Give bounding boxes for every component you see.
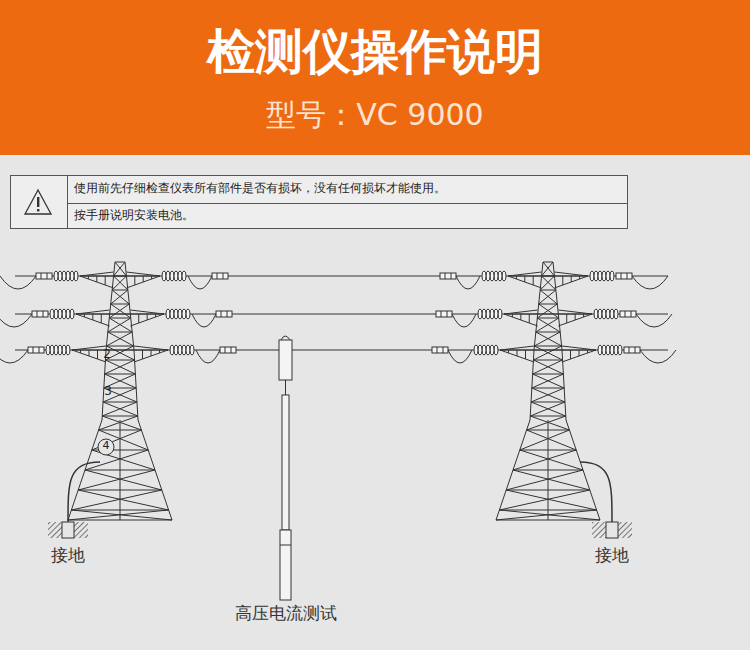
wire-clamp [616,273,632,279]
jumper-wire [188,276,212,289]
jumper-wire [456,276,480,289]
insulator-string [166,309,190,319]
wire-clamp [212,273,228,279]
power-line-drawing [0,262,676,600]
wire-clamp [624,347,640,353]
warning-note: 使用前先仔细检查仪表所有部件是否有损坏，没有任何损坏才能使用。 [74,182,446,196]
insulator-string [50,309,74,319]
jumper-wire [448,350,472,363]
high-voltage-detector [279,336,292,600]
wire-clamp [36,273,52,279]
insulator-string [482,271,506,281]
jumper-wire [0,314,32,327]
wire-clamp [436,311,452,317]
header-band [0,0,750,155]
warning-table [11,176,628,229]
callout-number: 3 [104,385,112,399]
insulator-string [162,271,186,281]
jumper-wire [196,350,220,363]
ground-lead [68,462,100,522]
callout-number: 4 [103,440,110,453]
wire-clamp [28,347,44,353]
test-label: 高压电流测试 [235,604,337,624]
lattice-tower [496,262,600,520]
jumper-wire [632,276,668,289]
ground-symbol [592,522,632,538]
callout-number: 2 [103,348,111,362]
wire-clamp [32,311,48,317]
insulator-string [594,309,618,319]
wire-clamp [620,311,636,317]
insulator-string [170,345,194,355]
jumper-wire [636,314,672,327]
ground-label: 接地 [51,546,85,566]
ground-lead [580,462,612,522]
warning-note: 按手册说明安装电池。 [74,209,194,223]
wire-clamp [220,347,236,353]
insulator-string [54,271,78,281]
insulator-string [46,345,70,355]
jumper-wire [640,350,676,363]
callout-circle [98,439,114,455]
insulator-string [590,271,614,281]
lattice-tower [68,262,172,520]
model-subtitle: 型号：VC 9000 [266,98,483,133]
page-title: 检测仪操作说明 [207,24,543,79]
wire-clamp [440,273,456,279]
jumper-wire [192,314,216,327]
insulator-string [478,309,502,319]
jumper-wire [452,314,476,327]
warning-icon [25,190,51,214]
ground-label: 接地 [595,546,629,566]
ground-symbol [48,522,88,538]
insulator-string [474,345,498,355]
insulator-string [598,345,622,355]
wire-clamp [216,311,232,317]
wire-clamp [432,347,448,353]
jumper-wire [0,350,28,363]
jumper-wire [0,276,36,289]
